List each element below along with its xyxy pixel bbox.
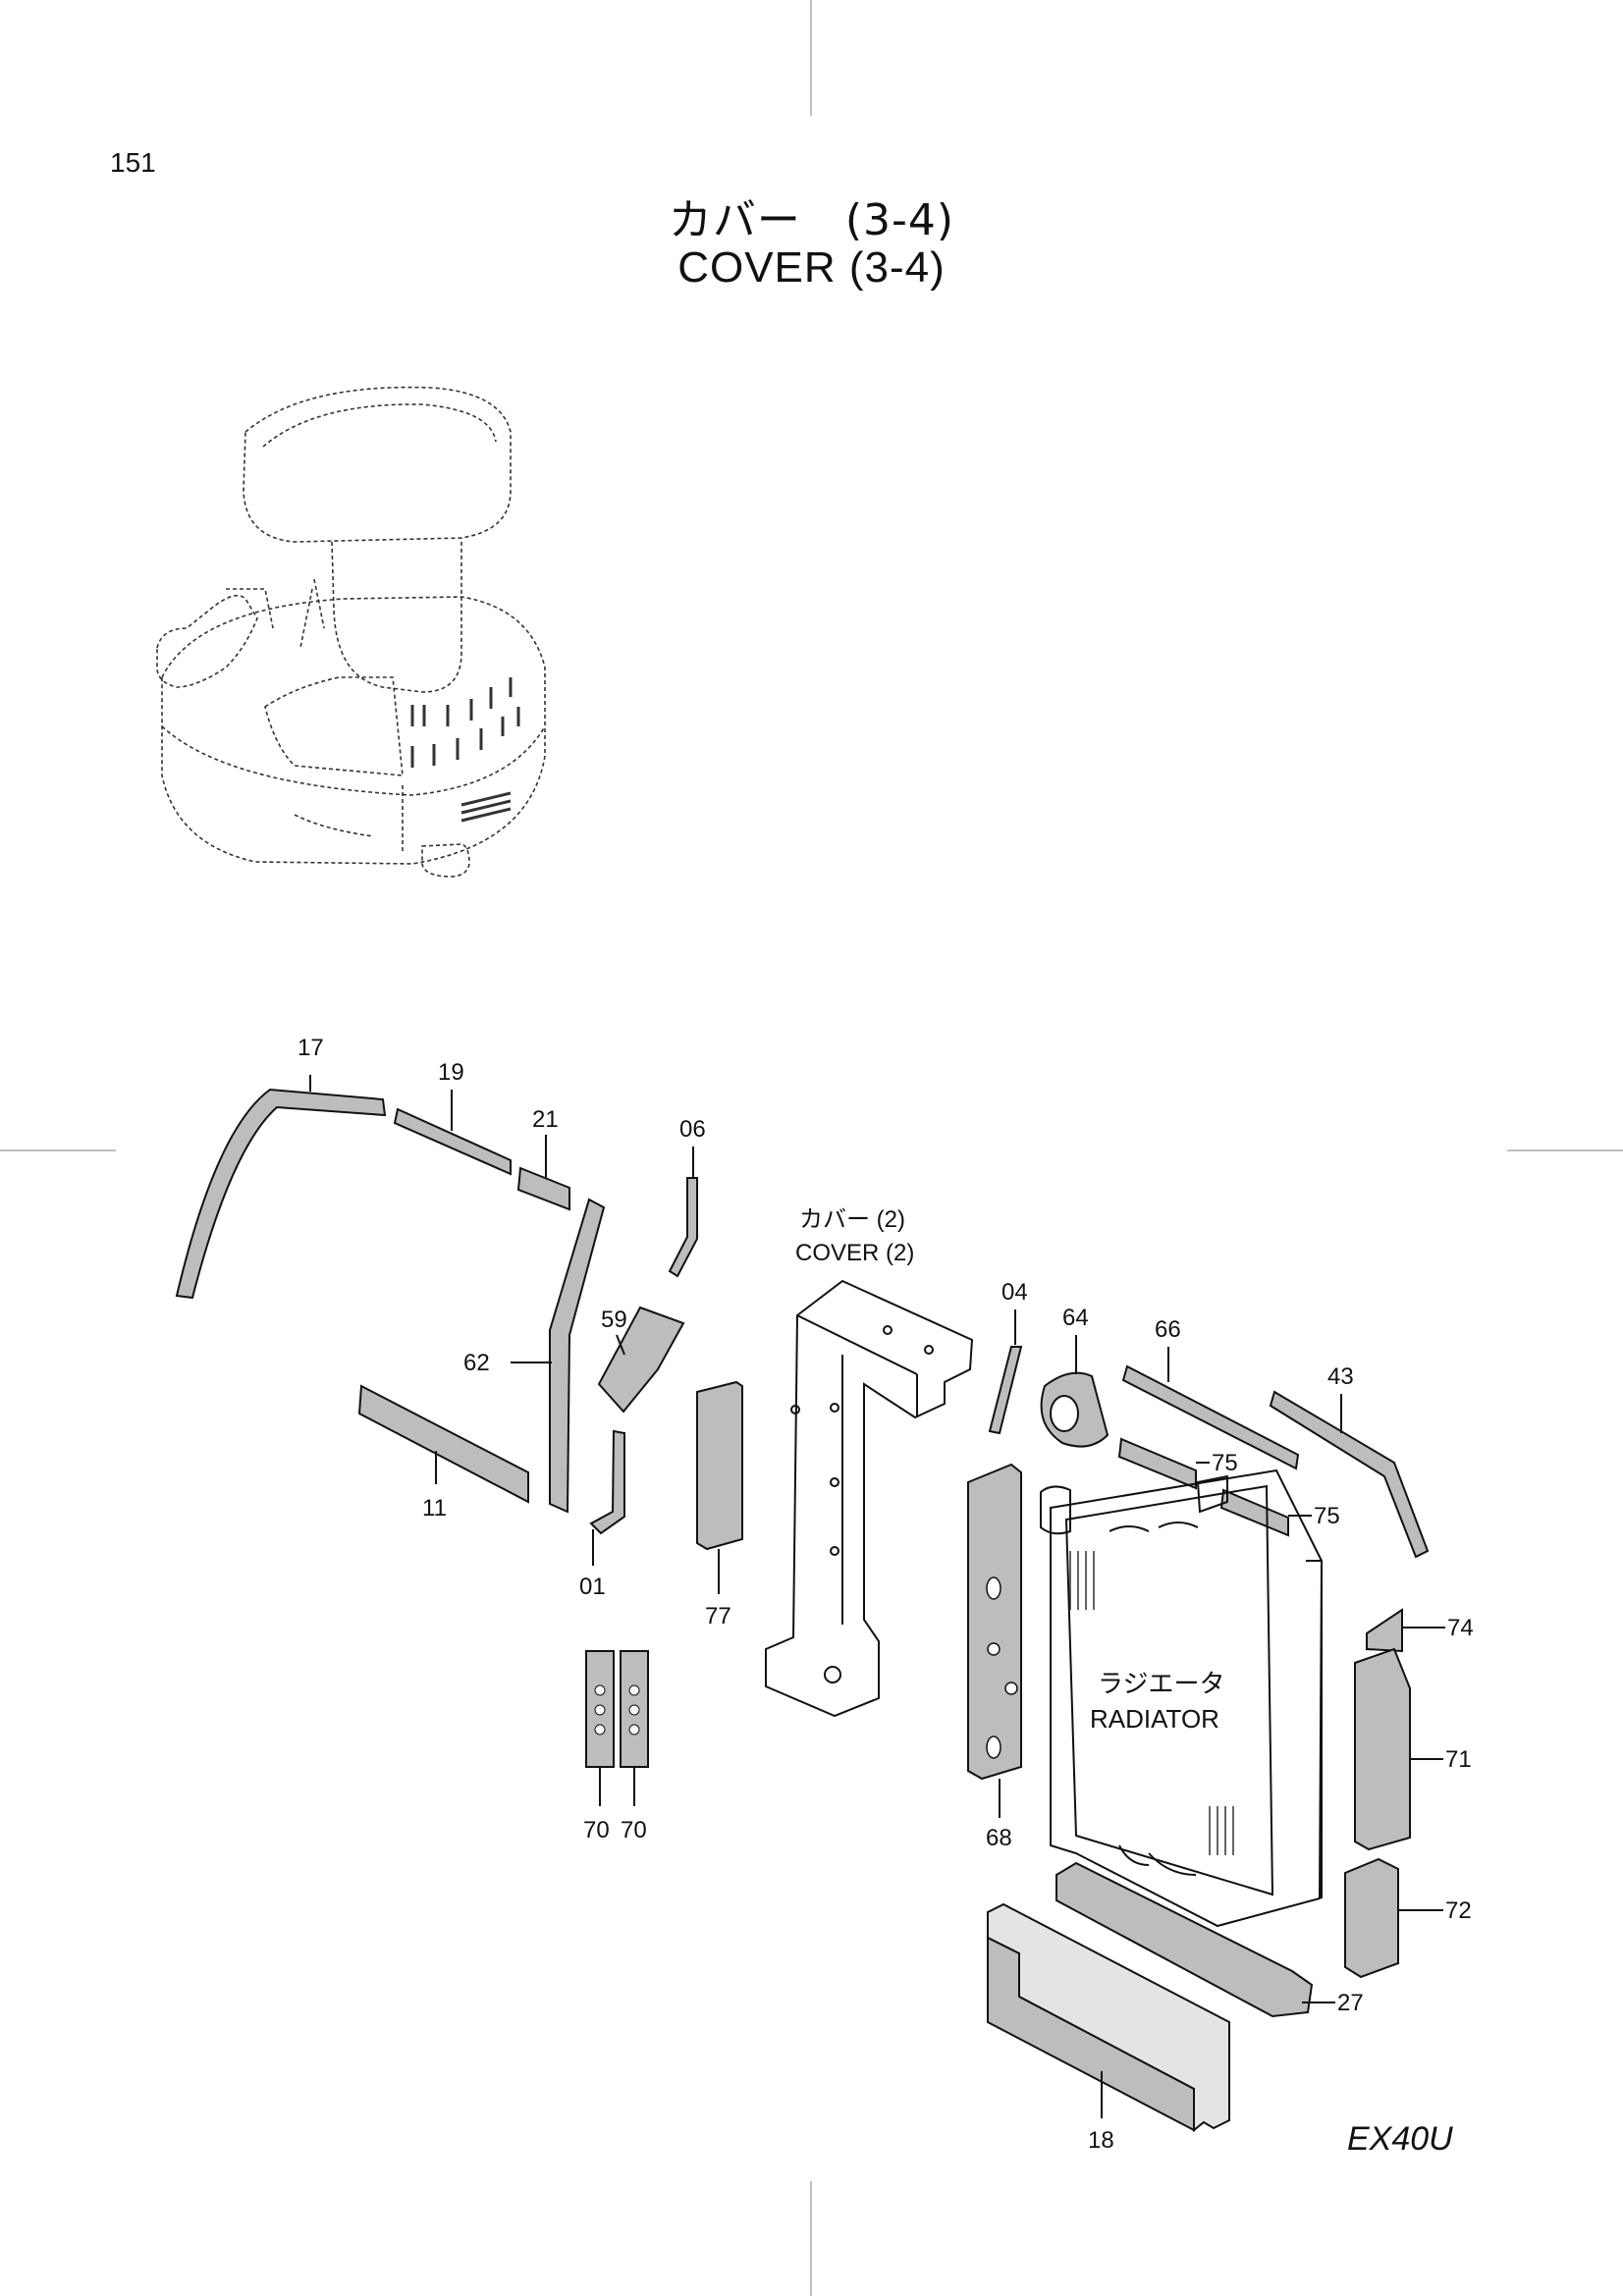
part-71-block (1354, 1647, 1443, 1851)
cover-2-label-jp: カバー (2) (799, 1206, 905, 1233)
label-74: 74 (1447, 1615, 1474, 1641)
part-43-seal (1269, 1390, 1430, 1559)
cover-2-reference-drawing (765, 1279, 974, 1718)
louver-slots (410, 677, 520, 823)
label-70a: 70 (583, 1817, 610, 1843)
label-06: 06 (679, 1116, 706, 1143)
model-code: EX40U (1347, 2120, 1453, 2158)
part-11-strip (357, 1384, 529, 1504)
label-27: 27 (1337, 1990, 1364, 2016)
part-06-bracket (668, 1147, 698, 1278)
part-64-roll (1040, 1335, 1109, 1448)
label-70b: 70 (621, 1817, 647, 1843)
part-18-plate (987, 1902, 1230, 2133)
label-64: 64 (1062, 1305, 1089, 1331)
label-71: 71 (1445, 1746, 1472, 1773)
part-21-seal (516, 1135, 570, 1211)
cover-2-label-en: COVER (2) (795, 1240, 914, 1266)
label-75a: 75 (1212, 1450, 1238, 1476)
label-19: 19 (438, 1059, 464, 1086)
title-japanese: カバー (3-4) (668, 195, 955, 245)
part-59-plate (597, 1306, 685, 1414)
part-74-wedge (1366, 1608, 1445, 1653)
title-english: COVER (3-4) (677, 243, 946, 292)
label-62: 62 (463, 1350, 490, 1376)
part-27-tray (1055, 1861, 1335, 2018)
label-01: 01 (579, 1574, 606, 1600)
part-68-plate (967, 1463, 1022, 1818)
radiator-label-jp: ラジエータ (1098, 1669, 1224, 1698)
part-19-seal (393, 1090, 512, 1176)
label-43: 43 (1327, 1363, 1354, 1390)
label-66: 66 (1155, 1316, 1181, 1343)
label-18: 18 (1088, 2127, 1114, 2154)
label-77: 77 (705, 1603, 731, 1629)
label-17: 17 (298, 1035, 324, 1061)
machine-overview-sketch (156, 386, 546, 878)
radiator-label-en: RADIATOR (1090, 1704, 1219, 1734)
page-number: 151 (110, 147, 156, 178)
radiator-drawing (1040, 1468, 1324, 1928)
part-17-seal (175, 1075, 387, 1300)
part-77-block (696, 1380, 743, 1594)
label-68: 68 (986, 1825, 1012, 1851)
label-11: 11 (422, 1495, 447, 1522)
label-04: 04 (1001, 1279, 1028, 1306)
part-72-block (1344, 1857, 1443, 1979)
part-04-strip (988, 1309, 1023, 1435)
label-72: 72 (1445, 1897, 1472, 1924)
part-62-strip (511, 1198, 606, 1514)
label-21: 21 (532, 1106, 559, 1133)
part-70-pads (585, 1650, 649, 1806)
label-75b: 75 (1314, 1503, 1340, 1529)
part-66-strip (1121, 1347, 1300, 1470)
label-59: 59 (601, 1307, 627, 1333)
part-75a-block (1117, 1437, 1210, 1490)
part-01-bracket (589, 1429, 625, 1566)
